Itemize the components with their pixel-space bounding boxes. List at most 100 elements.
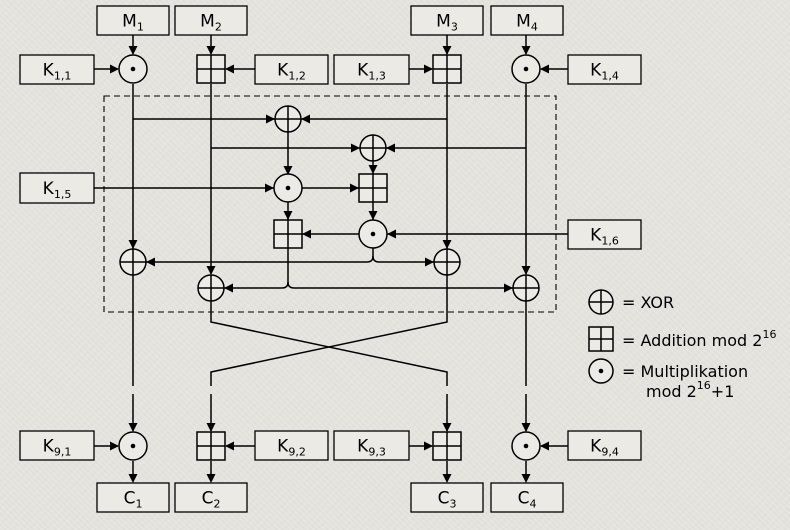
arrowhead-31 (442, 423, 452, 432)
add-op-4 (273, 219, 303, 249)
arrowhead-6 (225, 64, 234, 74)
add-op-final-2 (196, 431, 226, 461)
arrowhead-32 (521, 423, 531, 432)
output-box-c3-label: C3 (438, 489, 457, 511)
output-box-c1: C1 (96, 482, 170, 513)
arrowhead-11 (351, 143, 360, 153)
mul-op-1 (118, 54, 148, 84)
key-box-k1-1: K1,1 (19, 54, 95, 85)
arrowhead-39 (442, 474, 452, 483)
mul-op-final-1 (118, 431, 148, 461)
arrowhead-2 (206, 46, 216, 55)
arrowhead-30 (206, 423, 216, 432)
output-box-c4-label: C4 (518, 489, 537, 511)
key-box-k9-3-label: K9,3 (357, 437, 386, 459)
arrowhead-29 (128, 423, 138, 432)
xor-op-3 (119, 248, 147, 276)
arrowhead-8 (540, 64, 549, 74)
input-box-m2-label: M2 (200, 12, 222, 34)
key-box-k9-1: K9,1 (19, 430, 95, 461)
output-box-c3: C3 (410, 482, 484, 513)
mul-op-final-4 (511, 431, 541, 461)
arrowhead-23 (425, 257, 434, 267)
key-box-k1-3: K1,3 (333, 54, 410, 85)
key-box-k9-1-label: K9,1 (43, 437, 72, 459)
legend-add-icon (588, 326, 614, 352)
key-box-k9-4: K9,4 (567, 430, 642, 461)
arrowheads (110, 46, 549, 483)
output-box-c2-label: C2 (202, 489, 221, 511)
key-box-k1-6-label: K1,6 (590, 226, 619, 248)
arrowhead-17 (283, 211, 293, 220)
legend: = XOR = Addition mod 216 = Multiplikatio… (588, 289, 776, 401)
mul-op-2 (511, 54, 541, 84)
arrowhead-24 (442, 240, 452, 249)
key-box-k1-2: K1,2 (254, 54, 329, 85)
legend-mul-label-line1: = Multiplikation (622, 362, 748, 381)
add-op-final-3 (432, 431, 462, 461)
input-box-m3: M3 (410, 5, 484, 36)
arrowhead-21 (128, 240, 138, 249)
arrowhead-35 (424, 441, 433, 451)
arrowhead-5 (110, 64, 119, 74)
input-box-m1: M1 (96, 5, 170, 36)
xor-op-2 (359, 134, 387, 162)
legend-xor-label: = XOR (622, 293, 674, 312)
key-box-k1-6: K1,6 (567, 219, 642, 250)
arrowhead-1 (128, 46, 138, 55)
legend-add-label: = Addition mod 216 (622, 328, 776, 350)
key-box-k9-2: K9,2 (254, 430, 329, 461)
arrowhead-40 (521, 474, 531, 483)
arrowhead-28 (521, 266, 531, 275)
arrowhead-34 (225, 441, 234, 451)
key-box-k1-5: K1,5 (19, 172, 95, 204)
key-box-k1-3-label: K1,3 (357, 61, 386, 83)
round-boundary (103, 95, 557, 313)
mul-op-4 (358, 219, 388, 249)
add-op-2 (432, 54, 462, 84)
input-box-m4: M4 (490, 5, 564, 36)
arrowhead-7 (424, 64, 433, 74)
arrowhead-12 (386, 143, 395, 153)
arrowhead-15 (265, 183, 274, 193)
arrowhead-38 (206, 474, 216, 483)
key-box-k1-4: K1,4 (567, 54, 642, 85)
arrowhead-16 (350, 183, 359, 193)
legend-mul-label-line2: mod 216+1 (646, 379, 734, 401)
key-box-k9-2-label: K9,2 (277, 437, 306, 459)
mul-op-3 (273, 173, 303, 203)
arrowhead-22 (146, 257, 155, 267)
key-box-k1-5-label: K1,5 (43, 179, 72, 201)
arrowhead-26 (224, 283, 233, 293)
arrowhead-20 (302, 229, 311, 239)
key-box-k9-4-label: K9,4 (590, 437, 619, 459)
output-box-c2: C2 (174, 482, 248, 513)
add-op-3 (358, 173, 388, 203)
output-box-c1-label: C1 (124, 489, 143, 511)
key-box-k1-4-label: K1,4 (590, 61, 619, 83)
input-box-m4-label: M4 (516, 12, 538, 34)
output-box-c4: C4 (490, 482, 564, 513)
legend-xor-icon (588, 289, 614, 315)
key-box-k9-3: K9,3 (333, 430, 410, 461)
xor-op-5 (197, 274, 225, 302)
arrowhead-14 (368, 165, 378, 174)
arrowhead-37 (128, 474, 138, 483)
add-op-1 (196, 54, 226, 84)
arrowhead-18 (368, 211, 378, 220)
arrowhead-19 (387, 229, 396, 239)
arrowhead-36 (540, 441, 549, 451)
xor-op-4 (433, 248, 461, 276)
arrowhead-4 (521, 46, 531, 55)
legend-mul-icon (588, 358, 614, 384)
arrowhead-33 (110, 441, 119, 451)
arrowhead-3 (442, 46, 452, 55)
wires (94, 35, 568, 478)
arrowhead-25 (206, 266, 216, 275)
arrowhead-27 (504, 283, 513, 293)
arrowhead-13 (283, 166, 293, 175)
input-box-m3-label: M3 (436, 12, 458, 34)
key-box-k1-1-label: K1,1 (43, 61, 72, 83)
